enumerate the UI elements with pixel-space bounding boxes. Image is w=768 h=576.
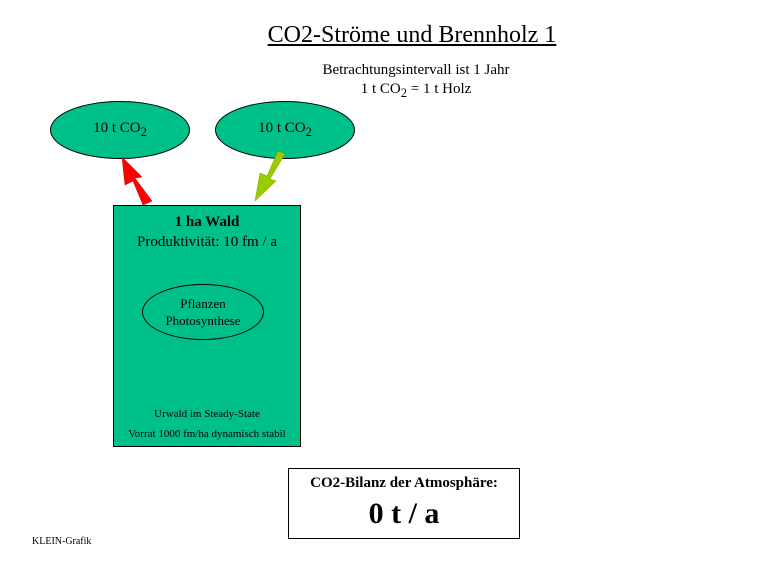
photosynthesis-oval: Pflanzen Photosynthese	[142, 284, 264, 340]
co2-balance-label: CO2-Bilanz der Atmosphäre:	[310, 475, 498, 491]
photosynthesis-line1: Pflanzen	[180, 296, 226, 311]
absorption-arrow	[254, 150, 286, 202]
forest-state-line1: Urwald im Steady-State	[154, 408, 260, 420]
co2-oval-absorption-prefix: 10 t CO	[258, 120, 306, 136]
credit-label: KLEIN-Grafik	[32, 536, 92, 547]
co2-balance-box: CO2-Bilanz der Atmosphäre: 0 t / a	[288, 468, 520, 539]
co2-oval-absorption: 10 t CO2	[215, 101, 355, 159]
co2-oval-emission-subscript: 2	[140, 125, 147, 139]
photosynthesis-line2: Photosynthese	[165, 313, 241, 328]
emission-arrow	[121, 156, 153, 206]
subtitle-interval: Betrachtungsintervall ist 1 Jahr	[322, 62, 510, 78]
co2-oval-emission: 10 t CO2	[50, 101, 190, 159]
forest-box: 1 ha Wald Produktivität: 10 fm / a Pflan…	[113, 205, 301, 447]
co2-oval-absorption-label: 10 t CO2	[258, 120, 312, 140]
co2-oval-emission-prefix: 10 t CO	[93, 120, 141, 136]
co2-balance-value: 0 t / a	[368, 497, 440, 530]
forest-state-line2: Vorrat 1000 fm/ha dynamisch stabil	[128, 428, 286, 440]
co2-oval-emission-label: 10 t CO2	[93, 120, 147, 140]
conversion-subscript: 2	[400, 86, 407, 100]
page-title: CO2-Ströme und Brennholz 1	[267, 22, 557, 48]
co2-oval-absorption-subscript: 2	[305, 125, 312, 139]
conversion-prefix: 1 t CO	[360, 81, 401, 97]
conversion-suffix: = 1 t Holz	[406, 81, 472, 97]
forest-title: 1 ha Wald	[174, 214, 240, 230]
subtitle-conversion: 1 t CO2 = 1 t Holz	[0, 81, 768, 101]
forest-productivity: Produktivität: 10 fm / a	[137, 234, 277, 250]
